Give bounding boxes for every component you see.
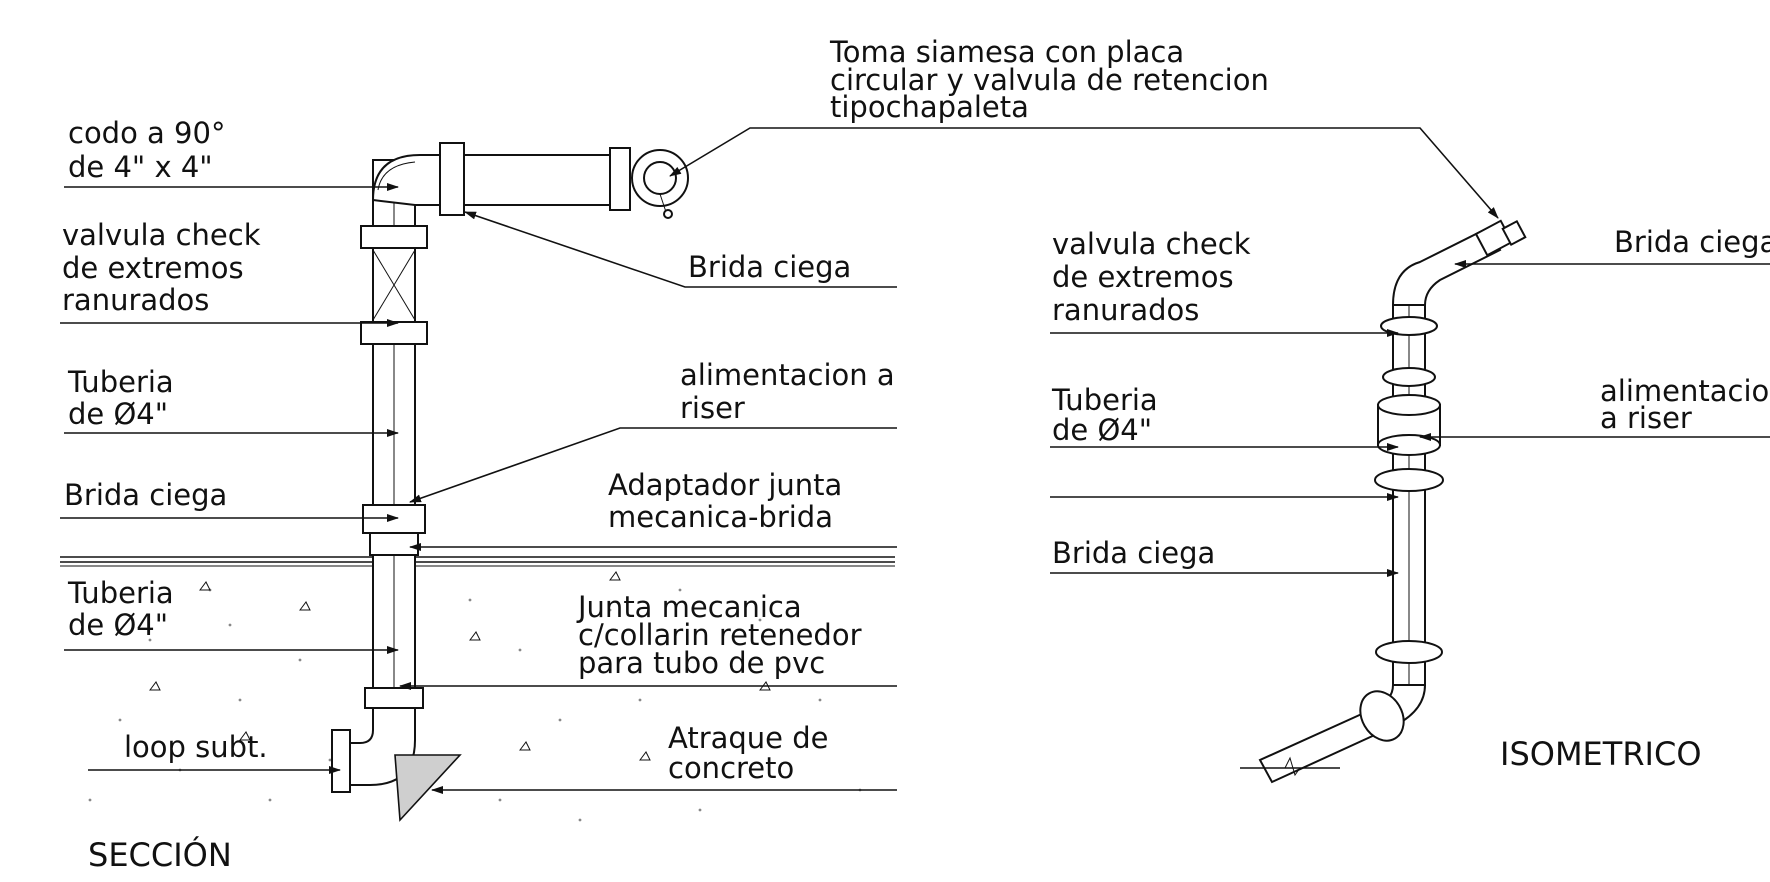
label-alimentacion-2: riser: [680, 391, 745, 425]
label-toma-siamesa-2: circular y valvula de retencion: [830, 63, 1269, 97]
section-title: SECCIÓN: [88, 835, 232, 874]
label-codo-2: de 4" x 4": [68, 150, 213, 184]
concrete-ground: [60, 556, 895, 822]
label-valvula-2: de extremos: [62, 251, 244, 285]
section-mechanical-joint: [364, 687, 424, 709]
iso-labels: valvula check de extremos ranurados Brid…: [1051, 225, 1770, 773]
label-valvula-3: ranurados: [62, 283, 209, 317]
iso-label-tuberia-1: Tuberia: [1051, 383, 1158, 417]
label-brida-ciega-left: Brida ciega: [64, 478, 227, 512]
iso-label-valvula-3: ranurados: [1052, 293, 1199, 327]
iso-label-alimentacion-2: a riser: [1600, 401, 1692, 435]
iso-label-valvula-1: valvula check: [1052, 227, 1251, 261]
label-tuberia-top-2: de Ø4": [68, 397, 168, 431]
iso-fittings: [1374, 316, 1444, 664]
iso-label-alimentacion-1: alimentacion: [1600, 374, 1770, 408]
section-blind-flange: [362, 504, 426, 556]
label-atraque-2: concreto: [668, 751, 794, 785]
iso-bottom-elbow: [1240, 684, 1427, 784]
label-tuberia-bottom-2: de Ø4": [68, 608, 168, 642]
section-check-valve: [360, 225, 428, 345]
label-junta-3: para tubo de pvc: [578, 646, 825, 680]
section-horizontal-pipe: [439, 142, 689, 219]
iso-label-tuberia-2: de Ø4": [1052, 413, 1152, 447]
label-junta-2: c/collarin retenedor: [578, 618, 862, 652]
section-thrust-block: [394, 754, 462, 822]
label-atraque-1: Atraque de: [668, 721, 829, 755]
label-tuberia-top-1: Tuberia: [67, 365, 174, 399]
label-brida-ciega-right: Brida ciega: [688, 250, 851, 284]
label-adaptador-2: mecanica-brida: [608, 500, 833, 534]
iso-riser-pipe: [1392, 304, 1426, 686]
label-codo-1: codo a 90°: [68, 116, 225, 150]
section-view: Toma siamesa con placa circular y valvul…: [60, 35, 1269, 874]
label-valvula-1: valvula check: [62, 218, 261, 252]
iso-top-elbow: [1391, 219, 1527, 306]
label-toma-siamesa-1: Toma siamesa con placa: [829, 35, 1184, 69]
label-adaptador-1: Adaptador junta: [608, 468, 842, 502]
iso-leaders: [1050, 127, 1770, 577]
isometric-view: valvula check de extremos ranurados Brid…: [1050, 127, 1770, 784]
label-tuberia-bottom-1: Tuberia: [67, 576, 174, 610]
label-toma-siamesa-3: tipochapaleta: [830, 90, 1029, 124]
iso-label-brida-ciega-left: Brida ciega: [1052, 536, 1215, 570]
iso-label-brida-ciega-right: Brida ciega: [1614, 225, 1770, 259]
iso-label-valvula-2: de extremos: [1052, 260, 1234, 294]
section-leaders: [60, 127, 1150, 794]
label-loop: loop subt.: [124, 730, 268, 764]
label-junta-1: Junta mecanica: [576, 590, 802, 624]
section-labels: Toma siamesa con placa circular y valvul…: [62, 35, 1269, 874]
label-alimentacion-1: alimentacion a: [680, 358, 895, 392]
iso-title: ISOMETRICO: [1500, 735, 1702, 773]
